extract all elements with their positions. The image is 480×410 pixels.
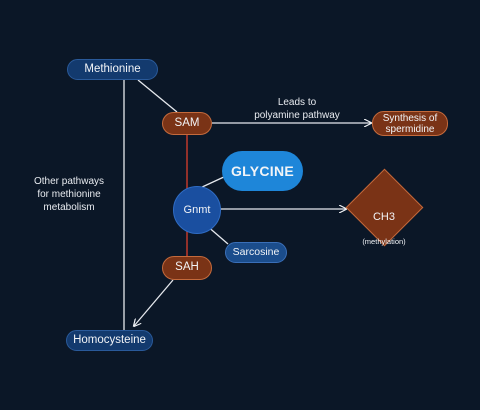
ch3-subtext: (methylation): [362, 237, 406, 247]
homocysteine-node: Homocysteine: [66, 330, 153, 351]
gnmt-glycine-line: [199, 175, 227, 189]
methionine-sam-line: [137, 79, 178, 113]
polyamine-label: Leads to polyamine pathway: [254, 97, 340, 121]
gnmt-node: Gnmt: [173, 186, 221, 234]
sarcosine-node: Sarcosine: [225, 242, 287, 263]
other-pathways-label: Other pathways for methionine metabolism: [33, 176, 105, 213]
ch3-text: CH3: [372, 211, 395, 223]
sah-homocysteine-arrow: [134, 279, 174, 326]
glycine-node: GLYCINE: [222, 151, 303, 191]
sah-node: SAH: [162, 256, 212, 280]
methionine-node: Methionine: [67, 59, 158, 80]
synthesis-node: Synthesis of spermidine: [372, 111, 448, 136]
ch3-label: CH3 (methylation): [344, 197, 424, 260]
sam-node: SAM: [162, 112, 212, 135]
